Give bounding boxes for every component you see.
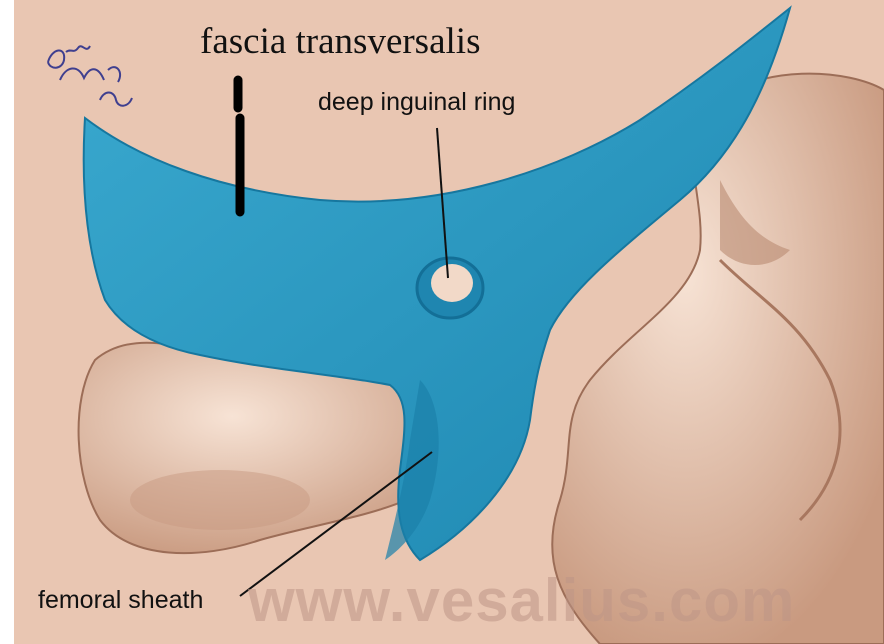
deep-inguinal-ring-hole: [431, 264, 473, 302]
marker-line: [238, 80, 240, 212]
label-deep-inguinal-ring: deep inguinal ring: [318, 88, 515, 117]
label-fascia-transversalis: fascia transversalis: [200, 20, 480, 63]
label-femoral-sheath: femoral sheath: [38, 586, 203, 615]
watermark: www.vesalius.com: [248, 566, 795, 635]
femur-shadow: [130, 470, 310, 530]
